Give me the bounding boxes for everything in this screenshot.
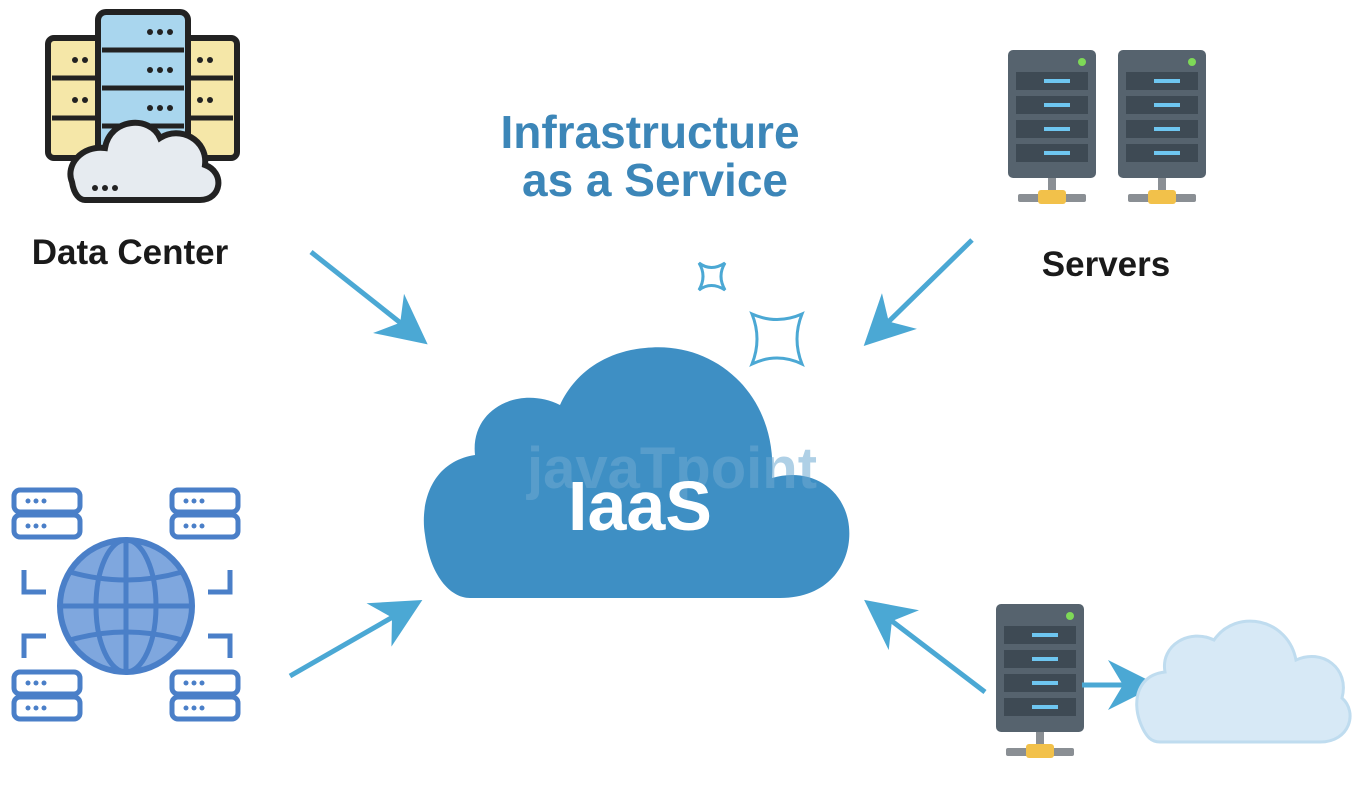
network-globe-icon [11, 487, 241, 722]
iaas-label: IaaS [568, 467, 712, 545]
servers-icon [1008, 50, 1206, 204]
watermark-text: javaTpoint [526, 436, 817, 501]
title-line-2: as a Service [522, 154, 788, 206]
arrow-cloud-server [864, 599, 987, 694]
title-line-1: Infrastructure [500, 106, 799, 158]
iaas-cloud: javaTpoint IaaS [423, 347, 850, 598]
sparkle-icon [697, 261, 805, 368]
mini-server-icon [11, 487, 241, 722]
arrow-servers [863, 238, 974, 346]
arrows [288, 238, 987, 694]
arrow-data-center [309, 250, 428, 345]
cloud-icon [1135, 619, 1352, 744]
data-center-icon [45, 9, 240, 203]
servers-label: Servers [1042, 245, 1170, 284]
data-center-label: Data Center [32, 233, 229, 272]
diagram-title: Infrastructure as a Service [500, 106, 799, 206]
server-to-cloud-icon [996, 604, 1352, 758]
arrow-network [288, 600, 423, 679]
